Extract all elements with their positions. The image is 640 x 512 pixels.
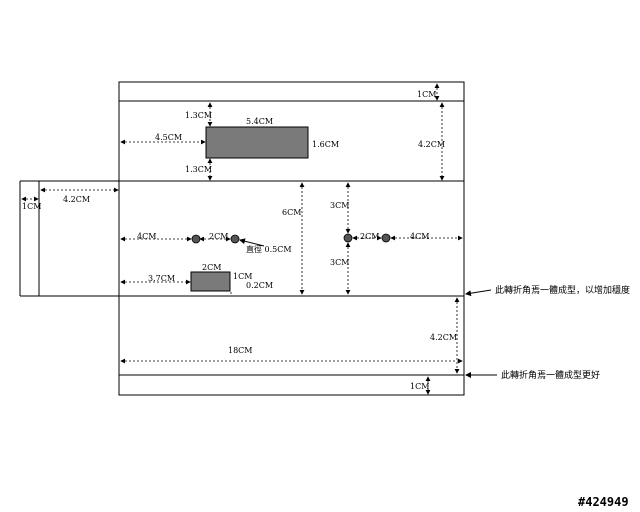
note-corner-better: 此轉折角焉一體成型更好 (501, 369, 600, 381)
label-hole-diameter: 直徑 0.5CM (246, 244, 292, 254)
label-bottom-strip: 1CM (410, 382, 429, 391)
hole-left-1 (191, 234, 201, 244)
label-hole-spacing-left: 2CM (209, 232, 228, 241)
label-left-flap-width: 1CM (22, 202, 41, 211)
leader-hole-diameter (239, 238, 265, 247)
label-hole-right-offset: 4CM (410, 232, 429, 241)
label-hole-top-right: 3CM (330, 201, 349, 210)
label-small-rect-height: 1CM (233, 272, 252, 281)
label-hole-spacing-right: 2CM (360, 232, 379, 241)
label-hole-left-offset: 4CM (137, 232, 156, 241)
label-rect-left-offset: 4.5CM (155, 133, 182, 142)
label-top-strip: 1CM (417, 90, 436, 99)
leader-note1 (465, 289, 492, 297)
small-cutout-rect (190, 271, 231, 292)
label-left-flap-extent: 4.2CM (63, 195, 90, 204)
label-bottom-height: 4.2CM (430, 333, 457, 342)
label-rect-height: 1.6CM (312, 140, 339, 149)
label-total-width: 18CM (228, 346, 253, 355)
label-top-height: 4.2CM (418, 140, 445, 149)
outline (19, 81, 465, 396)
note-corner-reinforce: 此轉折角焉一體成型，以增加穩度 (495, 284, 630, 296)
label-small-rect-left-offset: 3.7CM (148, 274, 175, 283)
label-rect-width: 5.4CM (246, 117, 273, 126)
main-panel (118, 81, 465, 396)
hole-right-2 (381, 233, 391, 243)
label-hole-bottom-right: 3CM (330, 258, 349, 267)
label-rect-bottom-offset: 1.3CM (185, 165, 212, 174)
label-small-rect-bottom-offset: 0.2CM (246, 281, 273, 290)
top-cutout-rect (205, 126, 309, 159)
label-small-rect-width: 2CM (202, 263, 221, 272)
labels: 1CM 4.2CM 1.3CM 5.4CM 4.5CM 1.6CM 1.3CM … (22, 90, 630, 509)
label-middle-height: 6CM (282, 208, 301, 217)
label-rect-top-offset: 1.3CM (185, 111, 212, 120)
hole-right-1 (343, 233, 353, 243)
dimensions (21, 83, 497, 395)
hole-left-2 (230, 234, 240, 244)
reference-code: #424949 (578, 495, 629, 509)
